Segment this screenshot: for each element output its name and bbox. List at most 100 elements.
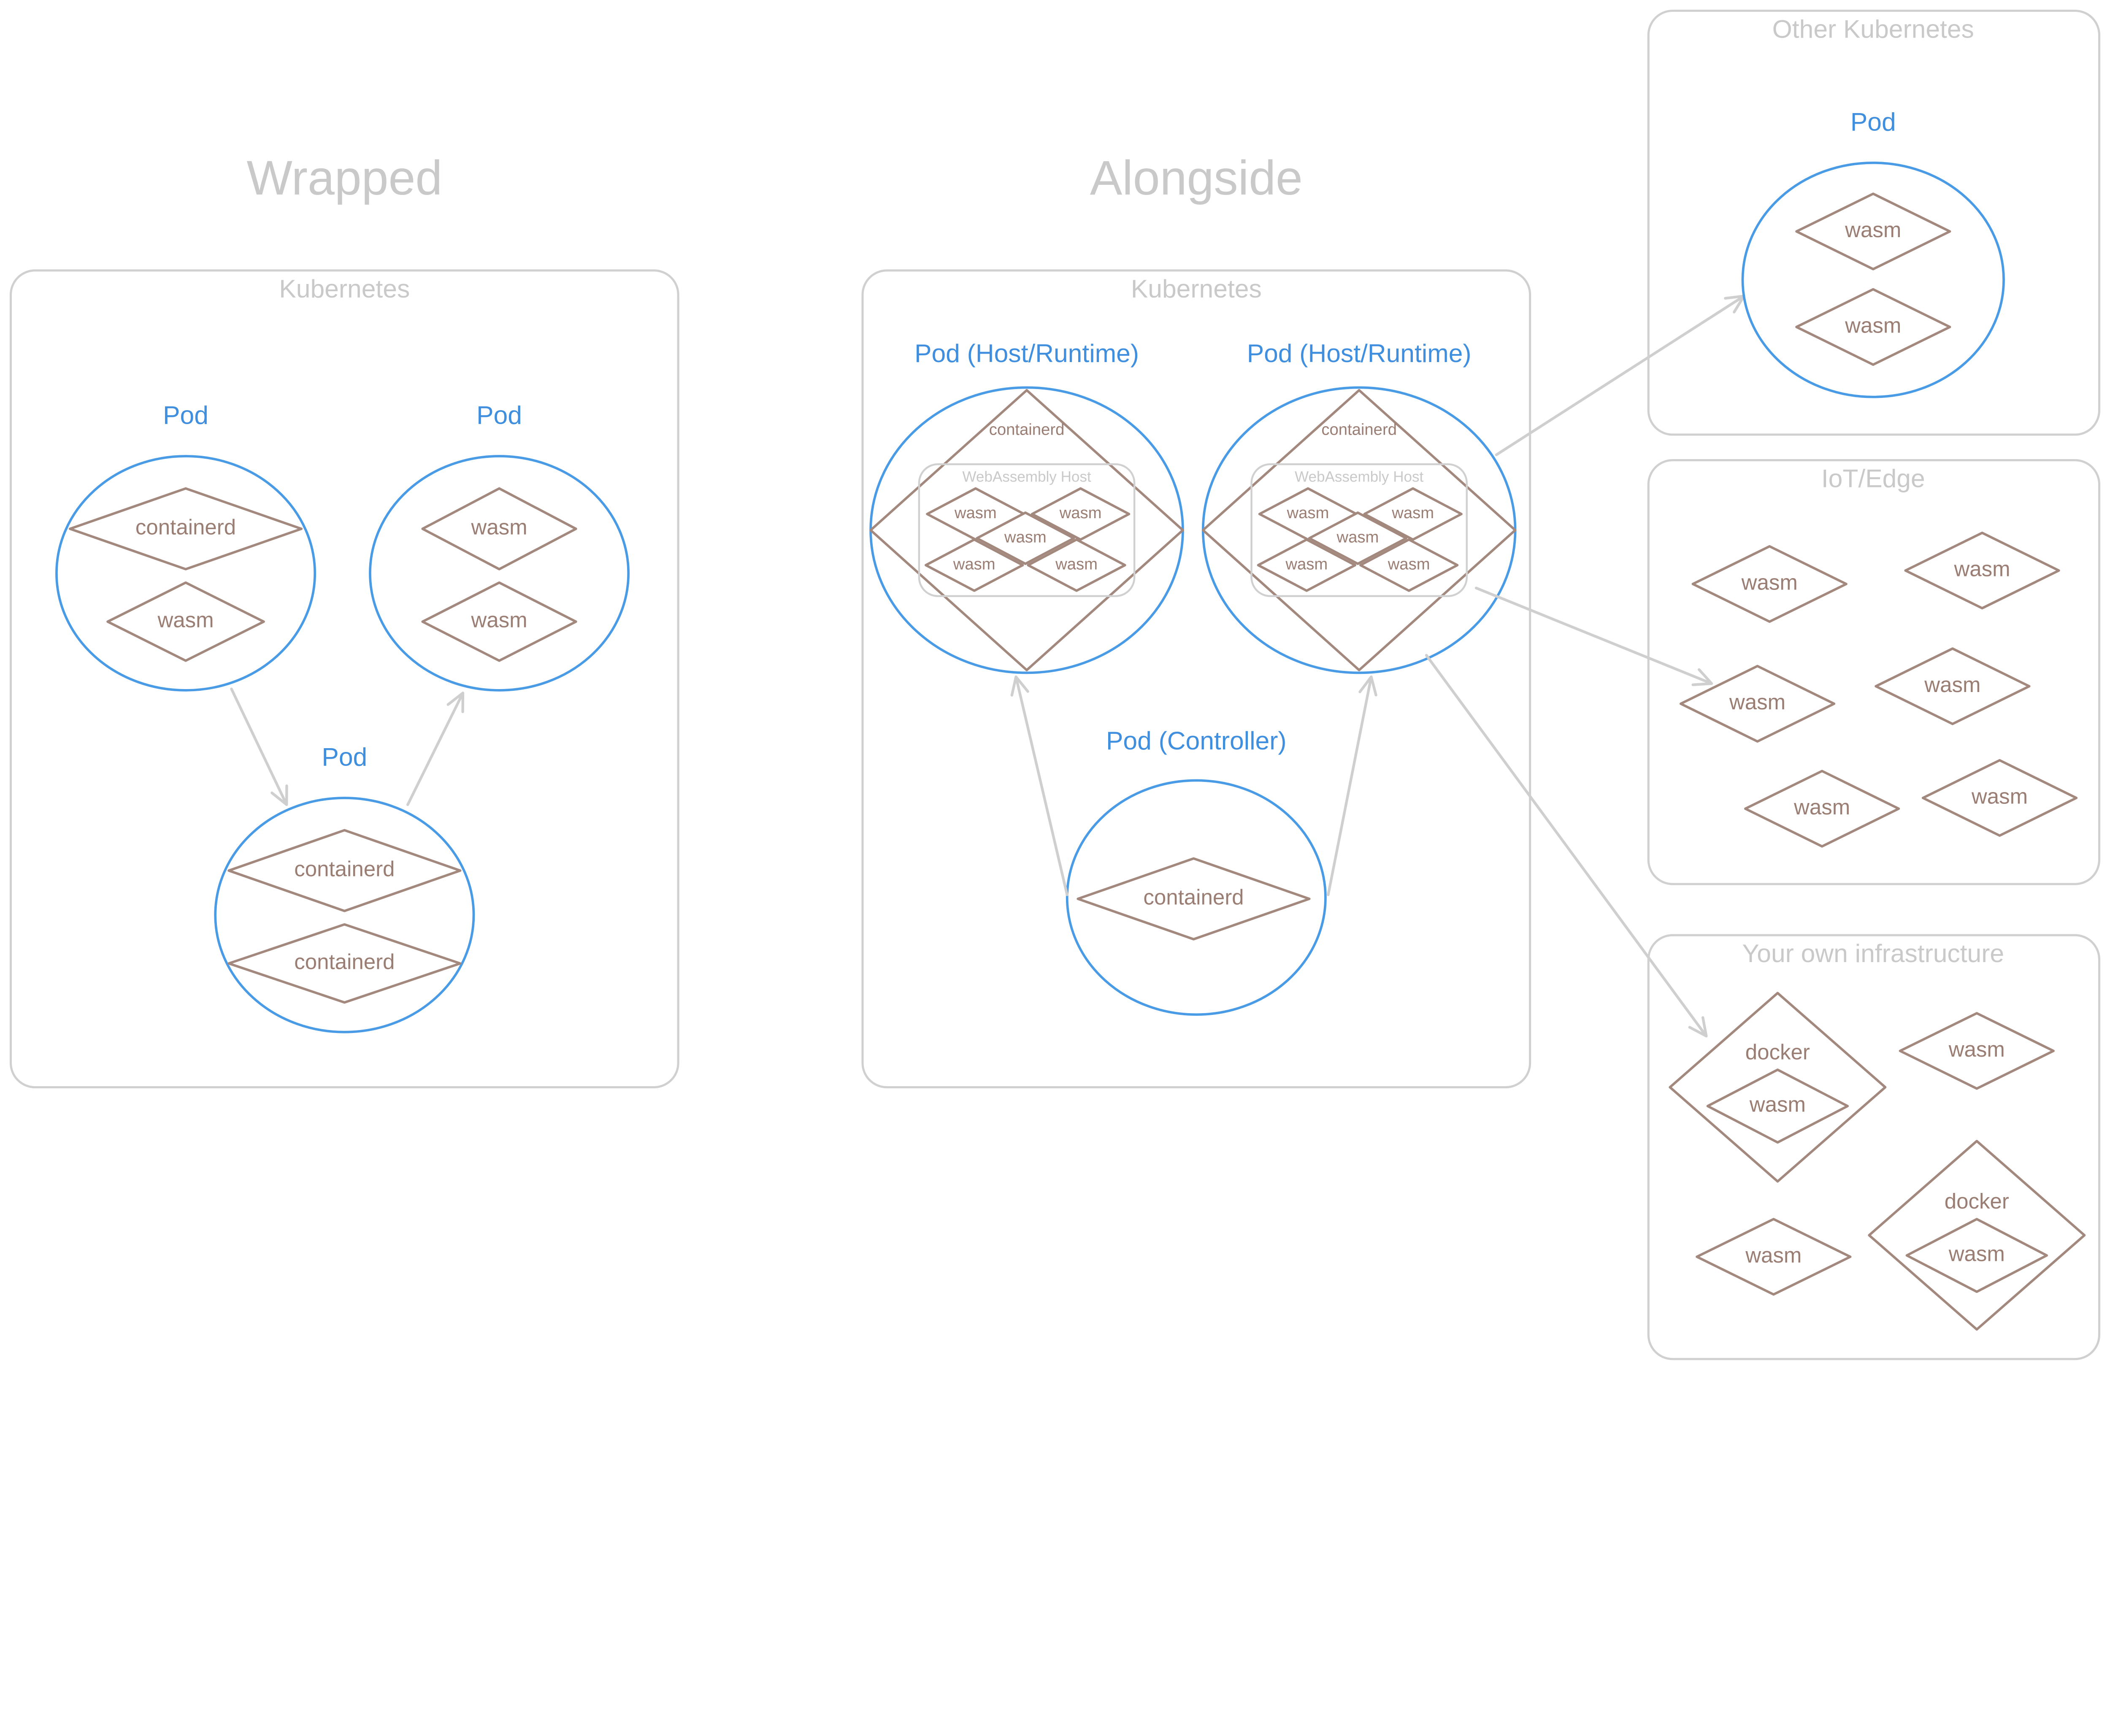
controller-pod: Pod (Controller)containerd xyxy=(1066,726,1327,1016)
module-diamond xyxy=(68,487,303,571)
module-diamond xyxy=(1795,288,1951,366)
module-diamond xyxy=(106,581,265,662)
wrapped-section: WrappedKubernetesPodcontainerdwasmPodwas… xyxy=(9,151,679,1089)
module-diamond xyxy=(1795,192,1951,270)
module-label: wasm xyxy=(1948,1242,2005,1266)
module-label: wasm xyxy=(1285,555,1328,573)
module-label: wasm xyxy=(1971,784,2028,808)
pod: Pod containerd containerd xyxy=(214,742,475,1033)
cluster-label: Other Kubernetes xyxy=(1772,14,1974,43)
webassembly-host-label: WebAssembly Host xyxy=(962,468,1091,485)
module-diamond xyxy=(1904,531,2060,610)
pod-label: Pod (Controller) xyxy=(1106,726,1287,755)
pod: Pod containerd wasm xyxy=(55,401,316,692)
module-label: wasm xyxy=(471,515,527,539)
module-label: wasm xyxy=(1845,218,1901,242)
arrow xyxy=(406,692,465,806)
cluster-label: Kubernetes xyxy=(279,274,410,303)
module-label: containerd xyxy=(294,950,395,974)
pod: Pod wasm wasm xyxy=(369,401,630,692)
module-label: wasm xyxy=(157,608,214,632)
module-diamond xyxy=(976,511,1075,565)
own-infrastructure-section: Your own infrastructuredockerwasmdockerw… xyxy=(1647,934,2101,1360)
module-label: wasm xyxy=(1004,528,1047,546)
module-label: wasm xyxy=(1924,673,1980,697)
pod-label: Pod xyxy=(163,401,208,430)
webassembly-host-frame xyxy=(1250,463,1468,597)
module-diamond xyxy=(227,829,462,912)
module-diamond xyxy=(1077,857,1311,941)
module-label: containerd xyxy=(989,421,1065,439)
module-diamond xyxy=(1696,1218,1852,1296)
module-diamond xyxy=(1257,538,1356,592)
module-diamond xyxy=(925,538,1024,592)
docker-container: docker wasm xyxy=(1669,992,1887,1183)
host-pod: Pod (Host/Runtime) containerdWebAssembly … xyxy=(869,339,1184,674)
arrow xyxy=(230,687,288,806)
module-label: wasm xyxy=(1287,504,1329,522)
module-diamond xyxy=(421,581,577,662)
arrow xyxy=(1010,675,1069,896)
module-label: containerd xyxy=(135,515,236,539)
module-label: wasm xyxy=(1845,313,1901,337)
module-diamond xyxy=(1308,511,1408,565)
section-title: Wrapped xyxy=(246,151,442,205)
pod-label: Pod (Host/Runtime) xyxy=(914,339,1139,368)
module-diamond xyxy=(1921,759,2078,837)
module-label: wasm xyxy=(954,504,997,522)
module-label: wasm xyxy=(1948,1037,2005,1061)
module-label: wasm xyxy=(1059,504,1102,522)
module-diamond xyxy=(421,487,577,571)
module-diamond xyxy=(227,923,462,1004)
host-pod: Pod (Host/Runtime) containerdWebAssembly … xyxy=(1201,339,1517,674)
pod-label: Pod (Host/Runtime) xyxy=(1247,339,1472,368)
pod-circle xyxy=(214,797,475,1033)
module-label: docker xyxy=(1745,1040,1810,1064)
module-label: wasm xyxy=(1055,555,1098,573)
module-label: containerd xyxy=(1321,421,1397,439)
module-diamond xyxy=(1706,1068,1849,1144)
module-diamond xyxy=(1027,538,1126,592)
pod-circle xyxy=(369,455,630,692)
module-label: wasm xyxy=(471,608,527,632)
cluster-label: Kubernetes xyxy=(1131,274,1262,303)
pod-label: Pod xyxy=(476,401,522,430)
module-label: wasm xyxy=(1391,504,1434,522)
cluster-frame xyxy=(1647,934,2101,1360)
module-diamond xyxy=(1359,538,1459,592)
cluster-frame xyxy=(861,269,1531,1089)
arrow xyxy=(1327,675,1377,896)
module-label: wasm xyxy=(1729,690,1785,714)
webassembly-host-frame xyxy=(918,463,1136,597)
module-diamond xyxy=(1363,487,1463,541)
module-label: docker xyxy=(1945,1189,2009,1213)
pod-circle xyxy=(1066,779,1327,1016)
module-label: wasm xyxy=(1388,555,1430,573)
section-title: Alongside xyxy=(1090,151,1303,205)
arrow xyxy=(1495,295,1745,456)
module-diamond xyxy=(1031,487,1131,541)
cluster-label: IoT/Edge xyxy=(1821,464,1925,492)
module-diamond xyxy=(1875,647,2031,725)
cluster-frame xyxy=(1647,459,2101,885)
module-label: wasm xyxy=(1794,795,1850,819)
module-diamond xyxy=(1905,1218,2048,1293)
arrow xyxy=(1425,654,1708,1038)
pod-label: Pod xyxy=(1850,107,1896,136)
module-diamond xyxy=(1744,770,1900,848)
webassembly-host-label: WebAssembly Host xyxy=(1295,468,1424,485)
cluster-frame xyxy=(1647,9,2101,436)
module-label: wasm xyxy=(1741,570,1798,594)
module-label: wasm xyxy=(1745,1243,1802,1267)
module-label: wasm xyxy=(1749,1092,1806,1117)
pod-circle xyxy=(1741,161,2005,398)
docker-container: docker wasm xyxy=(1868,1140,2086,1331)
pod-circle xyxy=(55,455,316,692)
module-label: wasm xyxy=(1336,528,1379,546)
module-diamond xyxy=(1899,1012,2055,1090)
pod-label: Pod xyxy=(322,742,367,771)
module-label: containerd xyxy=(294,857,395,881)
